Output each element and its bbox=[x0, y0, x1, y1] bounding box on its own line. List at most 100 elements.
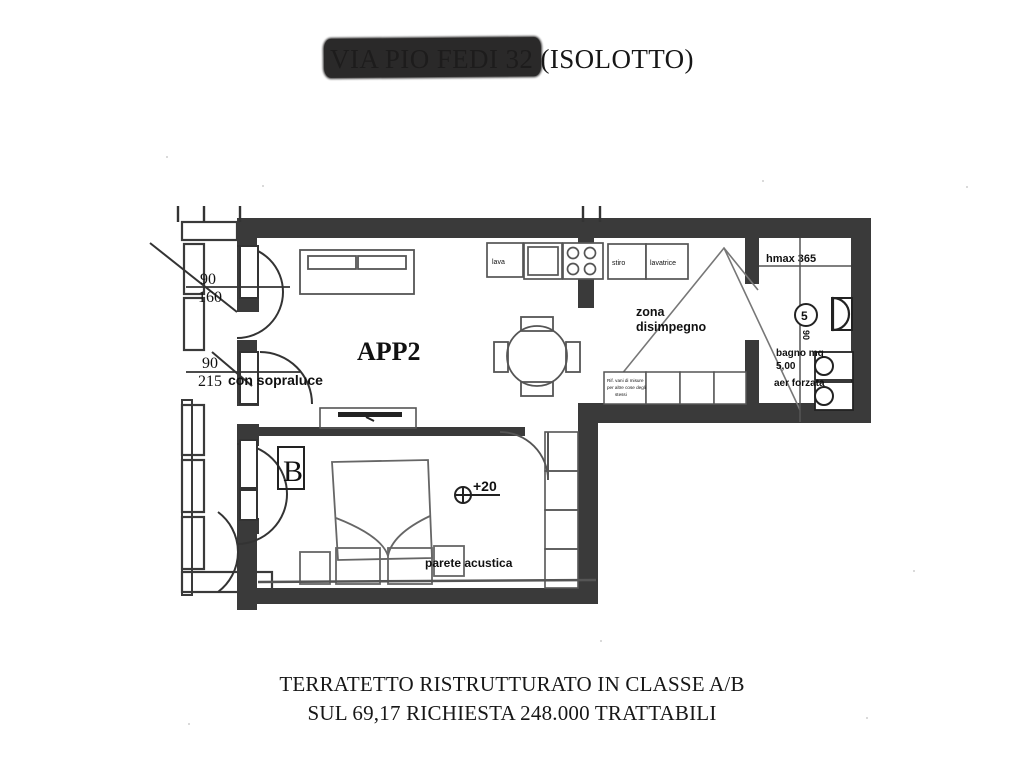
guide-line-upper bbox=[149, 242, 238, 313]
storage-note-line2: per altre cose degli bbox=[607, 385, 646, 390]
bedroom-marker-box bbox=[277, 446, 305, 490]
roof-slope-line-right bbox=[723, 247, 801, 411]
nightstand-left bbox=[299, 551, 331, 585]
hob-burner-2 bbox=[583, 246, 597, 260]
bed-quilt-left bbox=[335, 517, 389, 557]
wall-bathroom-left-lower bbox=[745, 340, 759, 406]
door-swing-4 bbox=[259, 351, 313, 405]
door-swings-left bbox=[217, 245, 313, 593]
sofa-outline bbox=[299, 249, 415, 295]
kitchen-sink-label: lava bbox=[492, 259, 505, 266]
disimpegno-area: zona disimpegno Rif. vani di misure per … bbox=[603, 246, 801, 411]
dimension-annotations: 90 160 90 215 con sopraluce bbox=[186, 271, 323, 390]
dim-arrow-2 bbox=[211, 351, 253, 387]
storage-unit-4 bbox=[713, 371, 747, 405]
tv-screen bbox=[338, 412, 402, 417]
door-leaf-1 bbox=[239, 245, 259, 299]
scan-speckle bbox=[966, 186, 968, 188]
wall-jamb-a bbox=[237, 298, 259, 312]
bathroom-area: hmax 365 5 90 bagno mq 5,00 aer forzata bbox=[759, 238, 854, 422]
ironing-label: stiro bbox=[612, 260, 625, 267]
dim-sopraluce-note: con sopraluce bbox=[228, 372, 323, 388]
storage-unit-2 bbox=[645, 371, 681, 405]
bathroom-label-line1: bagno mq bbox=[776, 348, 824, 359]
washer-label: lavatrice bbox=[650, 260, 676, 267]
scan-speckle bbox=[166, 156, 168, 158]
scan-speckle bbox=[762, 180, 764, 182]
wall-bedroom-partition bbox=[257, 427, 525, 436]
storage-unit-3 bbox=[679, 371, 715, 405]
footer-line-2: SUL 69,17 RICHIESTA 248.000 TRATTABILI bbox=[307, 701, 717, 725]
bed-quilt-right bbox=[387, 515, 431, 557]
bidet-bowl bbox=[814, 386, 834, 406]
living-room-furniture bbox=[299, 249, 581, 397]
footer-line-1: TERRATETTO RISTRUTTURATO IN CLASSE A/B bbox=[279, 672, 745, 696]
dim-90-215-height: 215 bbox=[198, 373, 222, 390]
storage-unit-1 bbox=[603, 371, 647, 405]
wall-right-bathroom bbox=[851, 218, 871, 423]
chair-right bbox=[565, 341, 581, 373]
left-terrace bbox=[149, 206, 602, 596]
bathroom-label-line2: 5,00 bbox=[776, 361, 796, 372]
washbasin bbox=[831, 296, 851, 332]
door-swing-3 bbox=[217, 511, 239, 593]
dining-table bbox=[506, 325, 568, 387]
bedroom-marker-letter: B bbox=[283, 455, 303, 488]
door-leaf-4 bbox=[239, 489, 258, 521]
acoustic-wall-line bbox=[257, 578, 597, 584]
bedroom-door-swing bbox=[499, 431, 549, 481]
tv-stand bbox=[319, 407, 417, 429]
door-swing-2 bbox=[236, 443, 288, 545]
nightstand-right bbox=[433, 545, 465, 577]
redaction-bar bbox=[323, 37, 542, 78]
hmax-label: hmax 365 bbox=[766, 253, 816, 265]
door-width-vertical: 90 bbox=[801, 330, 811, 340]
washbasin-counter bbox=[831, 297, 853, 331]
page-title: VIA PIO FEDI 32 (ISOLOTTO) bbox=[0, 37, 1024, 78]
wall-bathroom-bottom bbox=[596, 403, 871, 423]
scan-speckle bbox=[188, 723, 190, 725]
kitchen-units: lava bbox=[486, 242, 604, 280]
door-leaves bbox=[239, 245, 259, 521]
hob-burner-4 bbox=[583, 262, 597, 276]
wall-top bbox=[237, 218, 871, 238]
pillow-right bbox=[387, 547, 433, 585]
scan-speckle bbox=[866, 717, 868, 719]
disimpegno-label-line1: zona bbox=[636, 305, 666, 319]
sofa-cushion-right bbox=[357, 255, 407, 270]
washer-unit bbox=[645, 243, 689, 280]
scan-speckle bbox=[600, 640, 602, 642]
wardrobe-section-4 bbox=[544, 548, 579, 589]
title-suffix: (ISOLOTTO) bbox=[533, 44, 694, 74]
wall-jamb-d bbox=[237, 518, 259, 534]
chair-left bbox=[493, 341, 509, 373]
bedroom-area: B +20 parete acustica bbox=[257, 407, 597, 589]
scan-speckle bbox=[262, 185, 264, 187]
circle-marker-number: 5 bbox=[801, 309, 808, 323]
pillow-left bbox=[335, 547, 381, 585]
wardrobe-section-3 bbox=[544, 509, 579, 550]
wardrobe-section-1 bbox=[544, 431, 579, 472]
wardrobe-section-2 bbox=[544, 470, 579, 511]
laundry-units: stiro lavatrice bbox=[607, 243, 689, 280]
chair-top bbox=[520, 316, 554, 332]
redacted-address: VIA PIO FEDI 32 bbox=[323, 37, 542, 78]
terrace-lower-outer bbox=[181, 399, 193, 596]
terrace-upper-rail bbox=[180, 220, 239, 242]
sofa-cushion-left bbox=[307, 255, 357, 270]
dim-90-215-width: 90 bbox=[202, 355, 218, 372]
hob-burner-1 bbox=[566, 246, 580, 260]
door-leaf-2 bbox=[239, 351, 259, 405]
tv-base bbox=[365, 416, 375, 422]
acoustic-wall-label: parete acustica bbox=[425, 556, 513, 570]
disimpegno-label-line2: disimpegno bbox=[636, 320, 707, 334]
bathroom-label-line3: aer forzata bbox=[774, 378, 825, 389]
dim-90-160-height: 160 bbox=[198, 289, 222, 306]
storage-note-line3: stessi bbox=[615, 392, 627, 397]
wall-bathroom-left-upper bbox=[745, 238, 759, 284]
walls bbox=[237, 218, 871, 610]
storage-note-line1: Rif. vani di misure bbox=[607, 378, 644, 383]
chair-bottom bbox=[520, 381, 554, 397]
dim-90-160-width: 90 bbox=[200, 271, 216, 288]
